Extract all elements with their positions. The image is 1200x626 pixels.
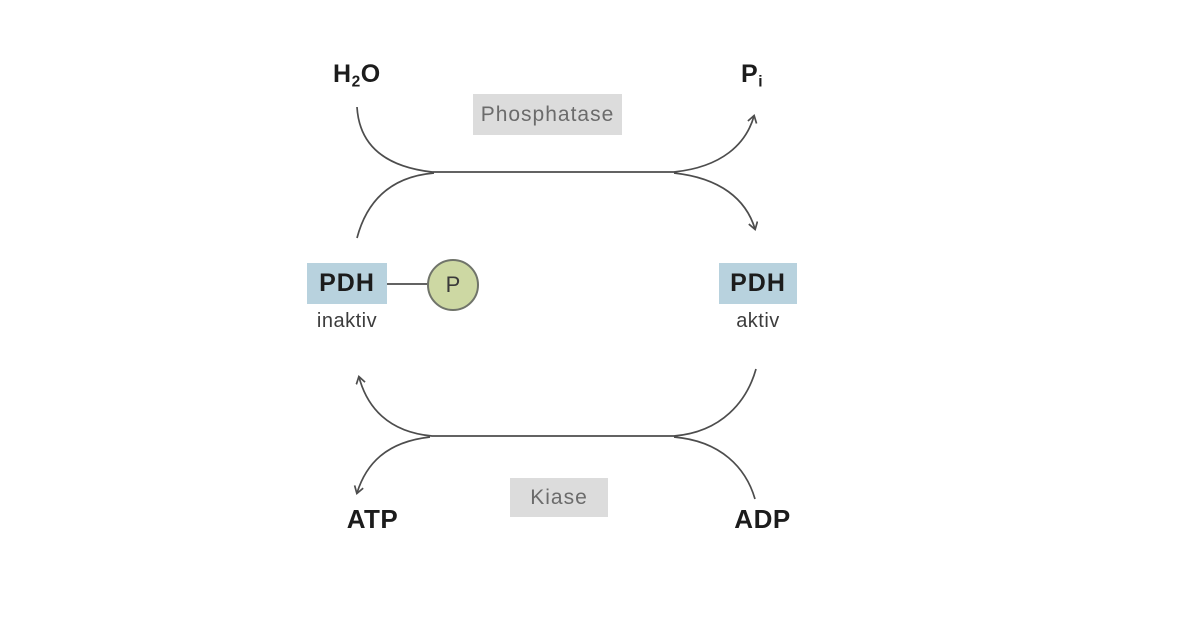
phosphatase-curve-h2o-to-pi — [356, 106, 754, 173]
phosphatase-curve-to-pdh-aktiv — [673, 172, 755, 229]
atp-label: ATP — [346, 504, 399, 534]
pi-label: Pi — [741, 60, 763, 91]
kinase-curve-pdh-aktiv-to-pdh-inaktiv — [359, 368, 757, 437]
phosphatase-curve-from-pdh-inaktiv — [356, 172, 435, 239]
adp-label: ADP — [734, 504, 791, 534]
pdh-inactive-box: PDH — [307, 263, 387, 304]
kinase-enzyme-box: Kiase — [510, 478, 608, 517]
phosphate-group-circle: P — [427, 259, 479, 311]
pdh-inactive-state-label: inaktiv — [316, 310, 378, 332]
phosphatase-enzyme-box: Phosphatase — [473, 94, 622, 135]
h2o-label: H2O — [333, 60, 381, 91]
pdh-active-box: PDH — [719, 263, 797, 304]
kinase-curve-to-atp — [357, 436, 431, 493]
kinase-curve-from-adp — [673, 436, 756, 500]
pdh-active-state-label: aktiv — [736, 310, 780, 332]
